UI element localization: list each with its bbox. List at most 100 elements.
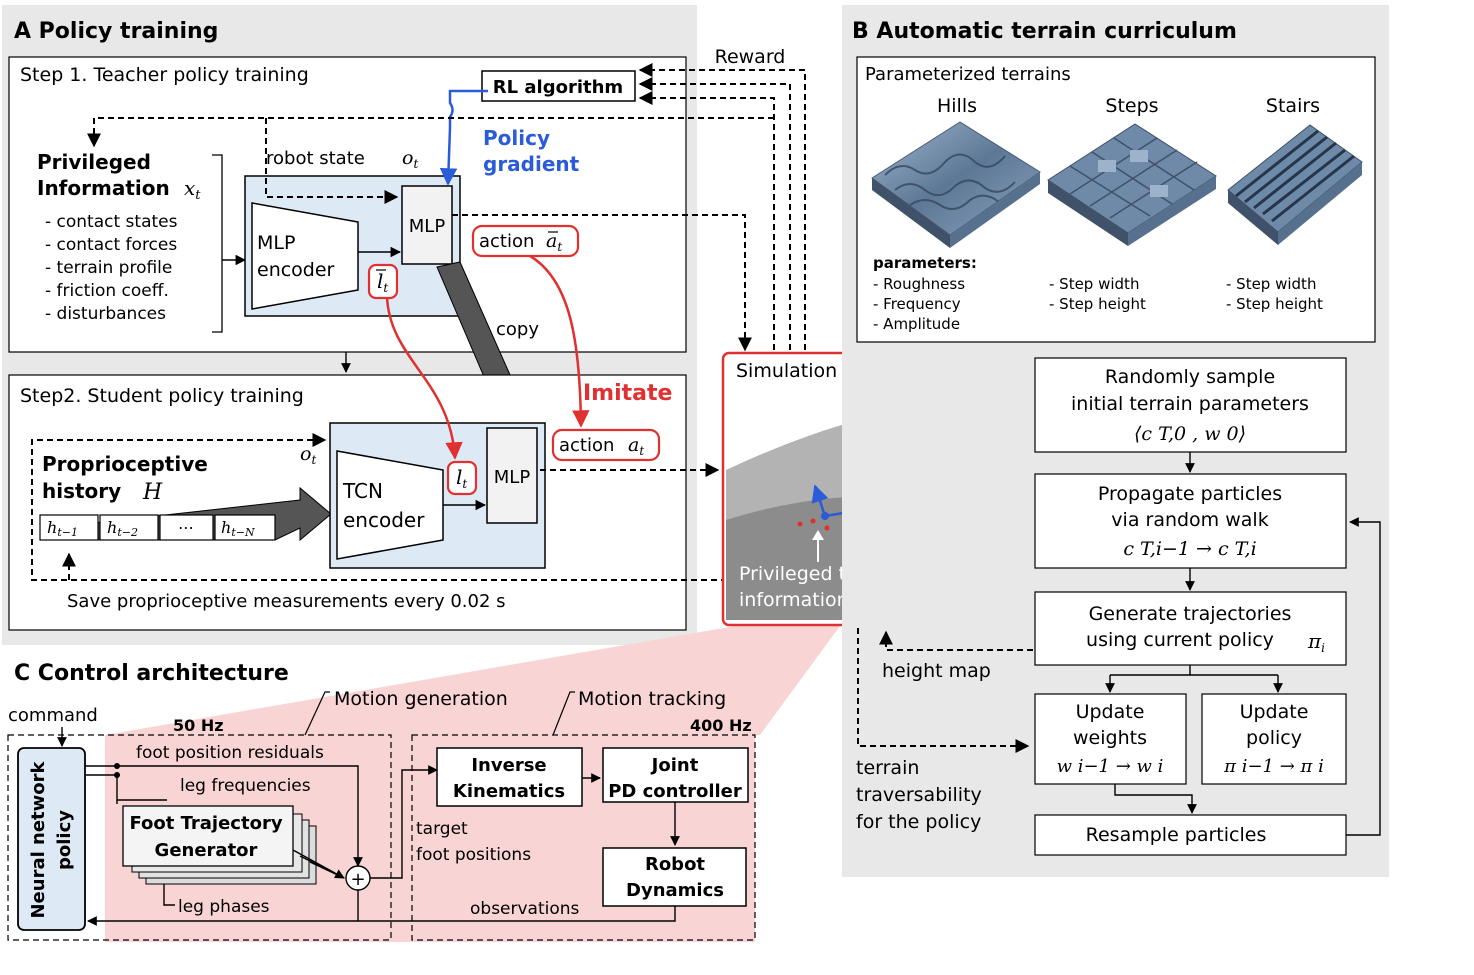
history-symbol: H [142,480,163,505]
student-latent: lt [456,465,467,491]
privileged-item: - contact forces [45,235,177,255]
control-wires [85,765,680,926]
ik-label-1: Inverse [471,755,546,776]
rate-50-label: 50 Hz [173,716,224,735]
rate-400-label: 400 Hz [690,716,752,735]
privileged-bracket [212,154,223,333]
propagate-formula: c T,i−1 → c T,i [1123,538,1256,560]
privileged-item: - disturbances [45,304,166,324]
history-cell-label: ⋯ [178,518,194,537]
normal-vector-icon [811,484,829,517]
student-action-box [551,428,661,462]
leg-phases-label: leg phases [178,897,270,917]
dynamics-label-2: Dynamics [626,880,724,901]
phases-wire [163,884,175,906]
ftg-box [122,805,294,867]
stairs-terrain-image [1227,124,1363,245]
ftg-label-1: Foot Trajectory [129,813,282,834]
junction-dot [114,772,120,778]
pd-label-1: Joint [650,755,699,776]
steps-param: - Step width [1049,275,1139,293]
privileged-pointer-head [812,530,824,540]
contact-point-icon [821,512,829,520]
privileged-title-1: Privileged [37,150,151,174]
panel-c: C Control architecture command Motion ge… [7,661,756,942]
history-cell [159,514,214,541]
step-block [1130,150,1148,162]
teacher-action-label: action [479,231,534,252]
observation-loop-flow [31,433,727,581]
sum-symbol: + [350,869,365,890]
student-action-symbol: at [628,434,644,458]
terrain-params: - Roughness - Frequency - Amplitude - St… [873,275,1323,333]
height-map-label: height map [882,660,991,682]
pd-box [602,747,749,803]
neural-network-box [17,747,86,931]
teacher-mlp-box [401,185,453,265]
mlp-encoder-label-2: encoder [257,259,335,281]
hills-side [872,178,950,248]
history-cell-label: ht−N [221,518,255,539]
sim-note-2: information [739,589,849,611]
ftg-label-2: Generator [155,840,258,861]
policy-gradient-label-1: Policy [483,126,550,150]
panel-a: A Policy training Step 1. Teacher policy… [2,5,806,645]
privileged-title-2: Information [37,176,170,200]
student-action-label: action [559,435,614,456]
steps-side [1048,180,1128,246]
stairs-param: - Step width [1226,275,1316,293]
junction-dot [114,763,120,769]
history-cell [99,514,159,541]
student-mlp-label: MLP [494,467,531,488]
robot-state-label: robot state [266,148,365,169]
imitate-label: Imitate [583,381,672,406]
motion-tracking-callout [552,691,575,736]
motion-tracking-label: Motion tracking [578,688,726,710]
traversability-text-2: traversability [856,784,982,806]
step2-title: Step2. Student policy training [20,385,304,407]
propagate-box [1034,473,1347,569]
observations-label: observations [470,899,580,919]
teacher-action-to-sim [452,214,752,352]
update-weights-formula: w i−1 → w i [1057,756,1164,777]
mlp-encoder-label-1: MLP [257,232,295,254]
stairs-side [1228,190,1278,245]
hills-param: - Amplitude [873,315,960,333]
observations-wire [87,906,676,926]
traversability-flow [857,628,1030,753]
step1-title: Step 1. Teacher policy training [20,64,309,86]
generate-branch [1110,665,1278,676]
hills-side [950,172,1040,248]
tcn-encoder-label-2: encoder [343,508,425,532]
terrain-name-hills: Hills [937,95,977,117]
resample-text: Resample particles [1086,824,1267,846]
sample-text-1: Randomly sample [1105,366,1275,388]
pd-label-2: PD controller [608,781,742,802]
motion-tracking-box [411,734,756,941]
reward-flow-1 [638,63,806,350]
sample-box [1034,357,1347,453]
panel-b-title: B Automatic terrain curriculum [852,19,1237,44]
teacher-action-box [471,224,580,258]
motion-generation-callout [304,691,330,736]
step-block [1098,160,1116,172]
motion-generation-box [7,734,392,941]
privileged-items: - contact states - contact forces - terr… [45,212,178,324]
history-cell [39,514,99,541]
update-policy-text-2: policy [1246,727,1302,749]
panel-b: B Automatic terrain curriculum Parameter… [842,5,1389,877]
sample-formula: ⟨c T,0 , w 0⟩ [1134,423,1246,445]
history-cell-label: ht−2 [107,518,138,539]
tcn-encoder-shape [336,450,444,560]
copy-label: copy [496,319,539,340]
command-label: command [8,705,98,726]
robot-state-symbol: ot [402,147,418,171]
panel-a-title: A Policy training [14,19,218,44]
reward-label: Reward [715,46,786,68]
tcn-encoder-label-1: TCN [342,479,383,503]
propagate-text-2: via random walk [1111,509,1268,531]
student-obs-symbol: ot [300,443,316,467]
steps-param: - Step height [1049,295,1146,313]
hills-param: - Frequency [873,295,961,313]
foot-residuals-label: foot position residuals [136,743,324,763]
